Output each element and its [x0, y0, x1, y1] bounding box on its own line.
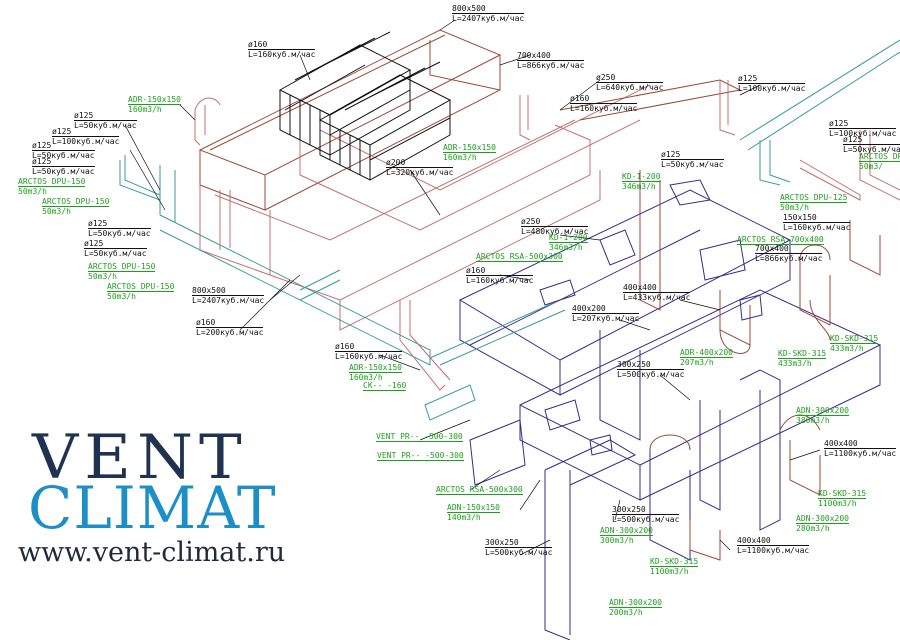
leader-lines [124, 19, 821, 556]
diffuser-boxes [469, 179, 763, 486]
round-duct-pink [194, 80, 900, 391]
supply-duct-purple [459, 189, 882, 640]
vent-climat-logo: VENT CLIMAT www.vent-climat.ru [14, 420, 314, 580]
air-handling-unit-frames [278, 31, 452, 181]
logo-url-text: www.vent-climat.ru [18, 537, 286, 568]
round-duct-teal [119, 39, 900, 421]
logo-climat-text: CLIMAT [28, 474, 277, 542]
main-duct-800x500 [198, 29, 502, 211]
logo-vent-text: VENT [32, 422, 248, 494]
